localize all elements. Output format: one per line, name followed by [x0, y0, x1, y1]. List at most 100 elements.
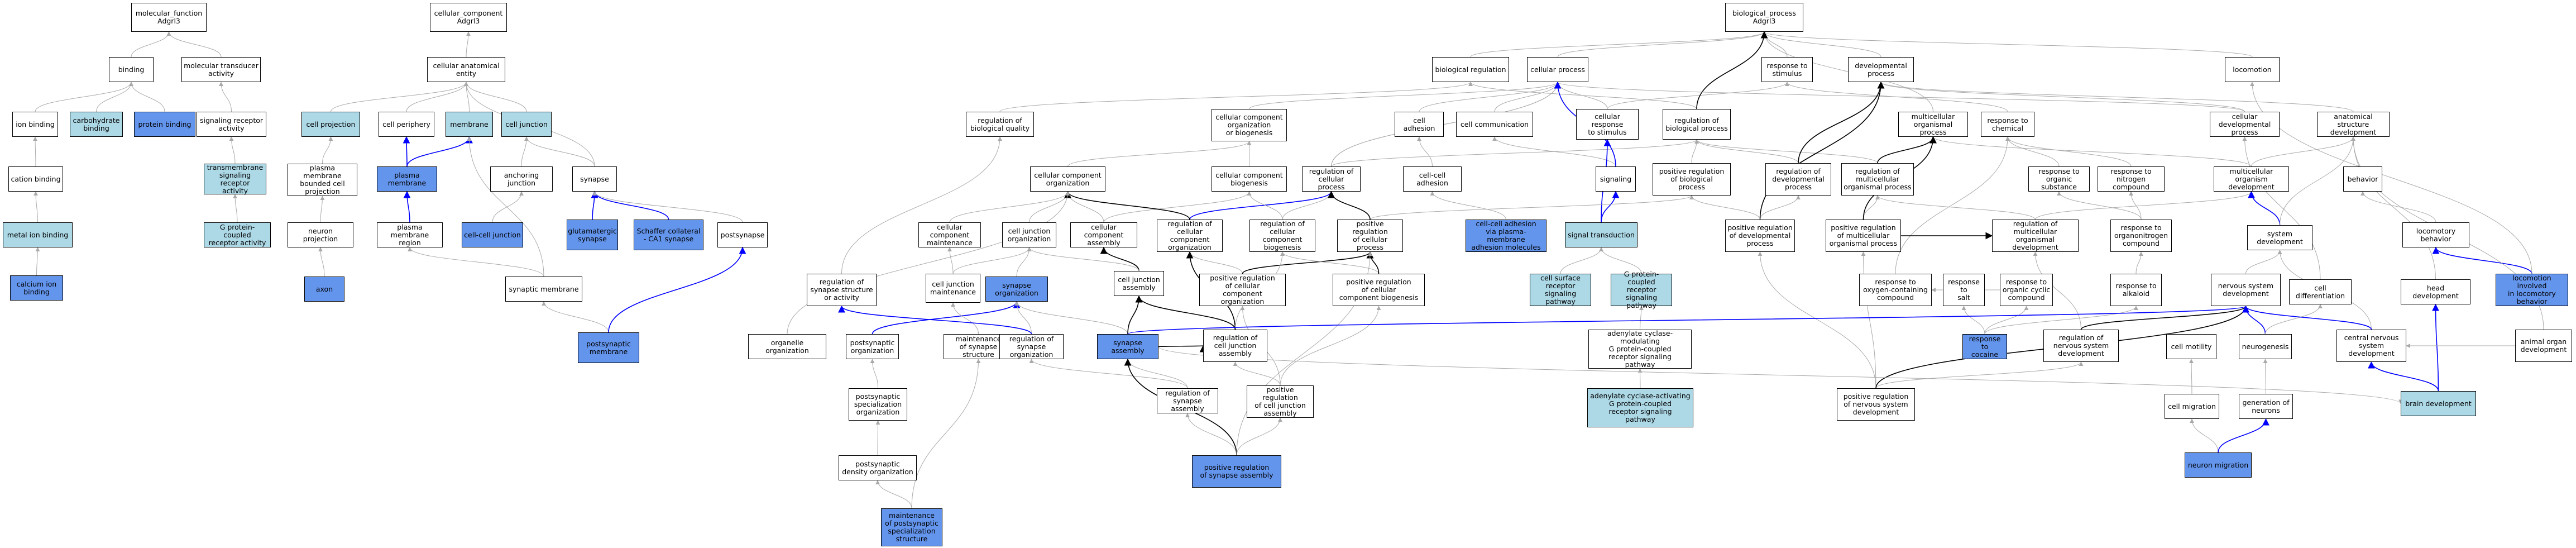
edge-rtos-to-rtc [2005, 136, 2060, 167]
edge-cdiff-to-cdp [2242, 136, 2321, 280]
node-rtc: response to chemical [1981, 112, 2034, 137]
edge-prdp-to-prbp [1689, 195, 1760, 220]
node-nsd: nervous system development [2211, 274, 2281, 306]
node-postsyn: postsynapse [717, 222, 768, 247]
edge-rtocc-to-rtc [1895, 136, 2010, 274]
edge-prdp-to-rdp [1760, 195, 1801, 220]
node-sd: system development [2247, 225, 2312, 250]
edge-csrsp-to-st [1560, 247, 1603, 274]
edge-psdo-to-pso [870, 359, 878, 389]
node-rnsd: regulation of nervous system development [2043, 330, 2119, 362]
edge-synapse-to-cjunc [524, 136, 595, 167]
edge-layer [33, 31, 2544, 509]
edge-cationb-to-ionb [33, 136, 38, 167]
node-memb: membrane [446, 112, 493, 137]
edge-rmod-to-mod [2035, 191, 2254, 220]
node-mop: multicellular organismal process [1898, 112, 1968, 137]
node-cationb: cation binding [8, 166, 63, 192]
edge-rnsd-to-nsd [2080, 305, 2249, 330]
node-lb: locomotory behavior [2402, 222, 2469, 247]
node-cdiff: cell differentiation [2289, 279, 2352, 304]
edge-rnsd-to-rmod [2033, 251, 2081, 330]
edge-rmop-to-rbp [1694, 139, 1878, 164]
node-prcco: positive regulation of cellular componen… [1199, 274, 1286, 306]
node-cib: calcium ion binding [10, 275, 63, 301]
node-rtocy: response to organic cyclic compound [2000, 274, 2053, 306]
node-rccb: regulation of cellular component biogene… [1249, 220, 1315, 252]
node-cdp: cellular developmental process [2210, 112, 2280, 137]
node-ccj: cell-cell junction [462, 222, 523, 247]
node-tsra: transmembrane signaling receptor activit… [204, 163, 266, 194]
node-cae: cellular anatomical entity [427, 57, 505, 82]
edge-sca1-to-synapse [591, 190, 669, 220]
edge-prccb-to-prcp [1366, 251, 1380, 274]
edge-cca-to-cadh [1417, 136, 1433, 167]
node-asd: anatomical structure development [2317, 112, 2390, 137]
edge-ccm-to-cco [949, 191, 1070, 223]
node-prmop: positive regulation of multicellular org… [1826, 220, 1901, 252]
node-rtcoc: response to cocaine [1962, 334, 2007, 359]
edge-rccb-to-ccb [1247, 191, 1283, 220]
node-rcja: regulation of cell junction assembly [1203, 330, 1267, 362]
node-ionb: ion binding [12, 112, 58, 137]
edge-synm-to-memb [467, 136, 544, 277]
edge-acm-to-gpcrsp [1639, 306, 1644, 330]
edge-bdev-to-cnsd [2368, 361, 2439, 392]
edge-hd-to-asd [2351, 136, 2436, 280]
edge-ionb-to-binding [35, 82, 133, 112]
node-csrsp: cell surface receptor signaling pathway [1530, 274, 1591, 306]
edge-ccapm-to-cca [1430, 191, 1506, 220]
edge-mod-to-mop [1931, 136, 2252, 167]
node-cco: cellular component organization [1030, 166, 1105, 192]
node-cjm: cell junction maintenance [926, 274, 980, 303]
edge-st-to-sig [1601, 190, 1620, 223]
edge-rso-to-so [1014, 301, 1032, 335]
edge-rtcoc-to-rtsalt [1961, 306, 1985, 335]
edge-cca2-to-ccb [1103, 191, 1252, 223]
node-so: synapse organization [985, 277, 1048, 302]
edge-rtoc-to-rtos [2057, 191, 2142, 220]
node-devp: developmental process [1848, 57, 1914, 82]
node-aod: animal organ development [2515, 330, 2572, 362]
node-pmr: plasma membrane region [377, 222, 443, 247]
node-nmig: neuron migration [2185, 452, 2252, 478]
edge-prccb-to-rccb [1280, 251, 1379, 274]
edge-pmbcp-to-cproj [322, 136, 333, 164]
edge-cjunc-to-cae [464, 82, 527, 112]
edge-ccomm-to-cp [1494, 82, 1560, 112]
edge-nmig-to-cmig [2190, 418, 2219, 453]
edge-nmig-to-gon [2218, 418, 2269, 453]
node-oo: organelle organization [748, 334, 826, 359]
edge-crs-to-rts [1607, 82, 1789, 109]
node-cperi: cell periphery [379, 112, 434, 137]
node-pmbcp: plasma membrane bounded cell projection [288, 164, 357, 196]
edge-prnsd-to-prmop [1861, 251, 1876, 389]
edge-psm-to-postsyn [608, 246, 746, 333]
edge-protb-to-binding [129, 82, 165, 112]
edge-prcp-to-rcp [1328, 190, 1371, 220]
edge-rtalk-to-rtoc [2136, 251, 2143, 274]
edge-mod-to-asd [2251, 136, 2355, 167]
node-sca1: Schaffer collateral - CA1 synapse [634, 220, 703, 250]
edge-pm-to-memb [406, 136, 473, 167]
node-gon: generation of neurons [2239, 394, 2293, 419]
edge-prbp-to-rbp [1691, 139, 1699, 164]
edge-rcco-to-rcp [1189, 190, 1335, 220]
edge-rccb-to-rcp [1282, 191, 1334, 220]
edge-sig-to-ccomm [1492, 136, 1616, 167]
edge-carb-to-binding [96, 82, 133, 112]
edge-cjm-to-ccm [947, 247, 954, 274]
node-prcja: positive regulation of cell junction ass… [1247, 385, 1314, 418]
edge-rbp-to-bp [1696, 31, 1768, 109]
edge-cjo-to-cco [1029, 191, 1070, 223]
edge-rcp-to-rbp [1331, 139, 1699, 167]
edge-rso-to-rssa [838, 305, 1032, 335]
node-prcp: positive regulation of cellular process [1337, 220, 1403, 252]
edge-rbq-to-breg [999, 82, 1473, 112]
node-cjunc: cell junction [501, 112, 552, 137]
node-rmod: regulation of multicellular organismal d… [1992, 220, 2079, 252]
node-rtalk: response to alkaloid [2110, 274, 2162, 306]
edge-rtnc-to-rtc [2005, 136, 2132, 167]
node-gpcra: G protein-coupled receptor activity [204, 222, 271, 247]
node-prdp: positive regulation of developmental pro… [1725, 220, 1795, 252]
